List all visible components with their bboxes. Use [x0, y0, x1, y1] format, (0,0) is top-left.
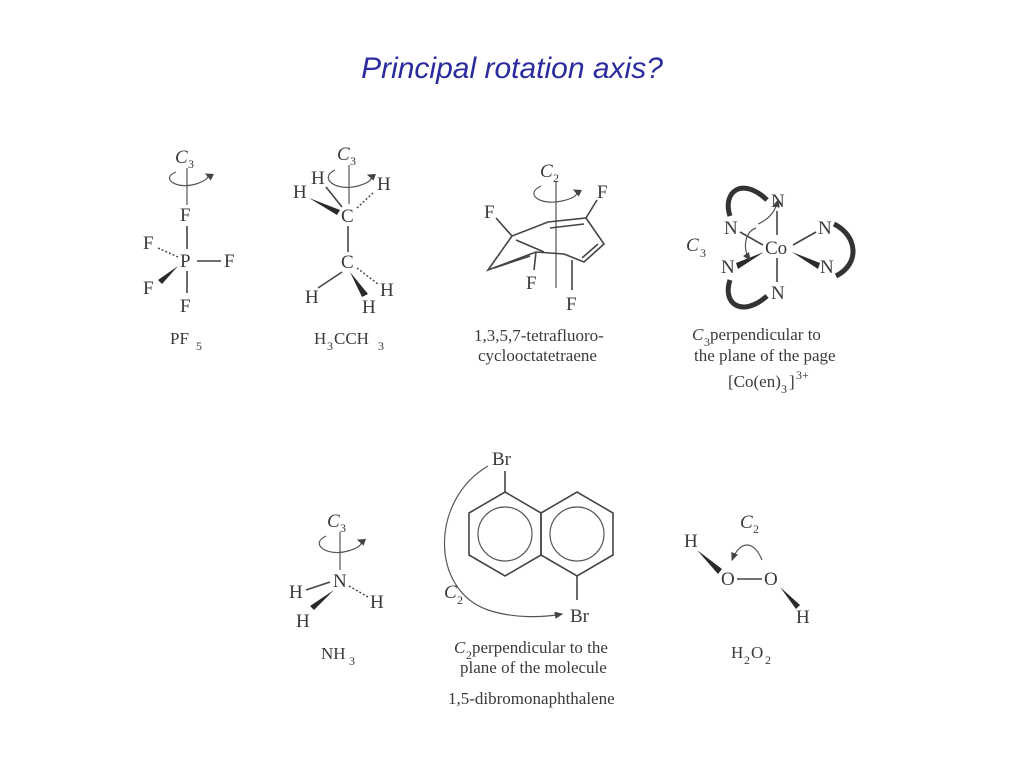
nh3-atom-h-wedge: H	[296, 611, 310, 632]
dbn-caption-axis: C	[454, 638, 466, 657]
coen-formula-sup: 3+	[796, 368, 809, 382]
molecule-coen: Co N N N N N N C 3 C 3 perpendicular to …	[686, 185, 856, 396]
coen-caption-line1: perpendicular to	[710, 325, 821, 344]
coen-atom-n-ur: N	[818, 218, 832, 239]
molecule-dibromonaphthalene: Br Br C 2 C 2 perpendicular to the plane…	[444, 449, 615, 708]
nh3-name-sub: 3	[349, 654, 355, 668]
ethane-name-sub1: 3	[327, 339, 333, 353]
h2o2-axis-label: C	[740, 512, 753, 533]
dbn-atom-br-top: Br	[492, 449, 512, 470]
dbn-axis-label: C	[444, 582, 457, 603]
pf5-atom-f-wedge: F	[143, 278, 154, 299]
nh3-atom-h-right: H	[370, 592, 384, 613]
h2o2-atom-o-right: O	[764, 569, 778, 590]
cot-atom-f-br: F	[566, 294, 577, 315]
h2o2-axis-sub: 2	[753, 522, 759, 536]
dbn-name: 1,5-dibromonaphthalene	[448, 689, 615, 708]
cot-atom-f-tl: F	[484, 202, 495, 223]
dbn-caption-axis-sub: 2	[466, 648, 472, 662]
ethane-atom-c-bottom: C	[341, 252, 354, 273]
pf5-name: PF	[170, 329, 189, 348]
h2o2-name-h: H	[731, 643, 743, 662]
ethane-axis-label: C	[337, 144, 350, 165]
dbn-atom-br-bottom: Br	[570, 606, 590, 627]
nh3-atom-n: N	[333, 571, 347, 592]
cot-axis-sub: 2	[553, 171, 559, 185]
pf5-atom-f-top: F	[180, 205, 191, 226]
ethane-axis-sub: 3	[350, 154, 356, 168]
ethane-name-sub2: 3	[378, 339, 384, 353]
dbn-caption-line2: plane of the molecule	[460, 658, 607, 677]
h2o2-atom-h-left: H	[684, 531, 698, 552]
slide-title: Principal rotation axis?	[361, 52, 663, 85]
nh3-axis-sub: 3	[340, 521, 346, 535]
coen-axis-label: C	[686, 235, 699, 256]
h2o2-atom-o-left: O	[721, 569, 735, 590]
ethane-atom-h-bl: H	[305, 287, 319, 308]
ethane-name-h: H	[314, 329, 326, 348]
ethane-atom-h-br: H	[380, 280, 394, 301]
nh3-atom-h-left: H	[289, 582, 303, 603]
dbn-caption-line1: perpendicular to the	[472, 638, 608, 657]
coen-axis-sub: 3	[700, 246, 706, 260]
coen-atom-n-bottom: N	[771, 283, 785, 304]
ethane-atom-h-back: H	[311, 168, 325, 189]
molecule-pf5: C 3 F P F F F F PF 5	[143, 147, 235, 353]
h2o2-rotation-arrow-icon	[731, 544, 763, 562]
cot-name-line1: 1,3,5,7-tetrafluoro-	[474, 326, 604, 345]
coen-atom-n-lr: N	[820, 257, 834, 278]
ethane-name-rest: CCH	[334, 329, 369, 348]
molecule-cot: C 2 F F F F 1,3,5,7-tetrafluoro- cyclooc…	[474, 161, 608, 365]
ethane-rotation-arrow-icon	[327, 169, 376, 188]
pf5-atom-f-left: F	[143, 233, 154, 254]
h2o2-name-o: O	[751, 643, 763, 662]
coen-atom-n-ul: N	[724, 218, 738, 239]
nh3-name: NH	[321, 644, 346, 663]
ethane-atom-h-left: H	[293, 182, 307, 203]
coen-atom-co: Co	[765, 238, 787, 259]
coen-formula-a: [Co(en)	[728, 372, 781, 391]
dbn-rotation-arrow-icon	[444, 465, 564, 619]
molecule-h2o2: C 2 H O O H H 2 O 2	[684, 512, 810, 667]
pf5-atom-p: P	[180, 251, 191, 272]
ethane-atom-c-top: C	[341, 206, 354, 227]
cot-atom-f-bl: F	[526, 273, 537, 294]
pf5-atom-f-bottom: F	[180, 296, 191, 317]
coen-caption-line2: the plane of the page	[694, 346, 836, 365]
ethane-atom-h-bm: H	[362, 297, 376, 318]
cot-atom-f-tr: F	[597, 182, 608, 203]
h2o2-name-sub2: 2	[765, 653, 771, 667]
ethane-atom-h-right: H	[377, 174, 391, 195]
pf5-axis-label: C	[175, 147, 188, 168]
coen-formula-b: ]	[789, 372, 795, 391]
molecule-ethane: C 3 C H H H C H H H H 3 CCH 3	[293, 144, 394, 353]
cot-name-line2: cyclooctatetraene	[478, 346, 597, 365]
coen-formula-sub: 3	[781, 382, 787, 396]
h2o2-atom-h-right: H	[796, 607, 810, 628]
h2o2-name-sub1: 2	[744, 653, 750, 667]
cot-rotation-arrow-icon	[533, 185, 583, 203]
nh3-axis-label: C	[327, 511, 340, 532]
nh3-rotation-arrow-icon	[318, 535, 366, 554]
coen-caption-axis-sub: 3	[704, 335, 710, 349]
pf5-axis-sub: 3	[188, 157, 194, 171]
coen-atom-n-ll: N	[721, 257, 735, 278]
cot-axis-label: C	[540, 161, 553, 182]
dbn-axis-sub: 2	[457, 593, 463, 607]
pf5-name-sub: 5	[196, 339, 202, 353]
pf5-rotation-arrow-icon	[168, 171, 215, 187]
pf5-atom-f-right: F	[224, 251, 235, 272]
coen-caption-axis: C	[692, 325, 704, 344]
coen-rotation-arrow-icon	[743, 227, 757, 261]
molecule-nh3: C 3 N H H H NH 3	[289, 511, 384, 668]
